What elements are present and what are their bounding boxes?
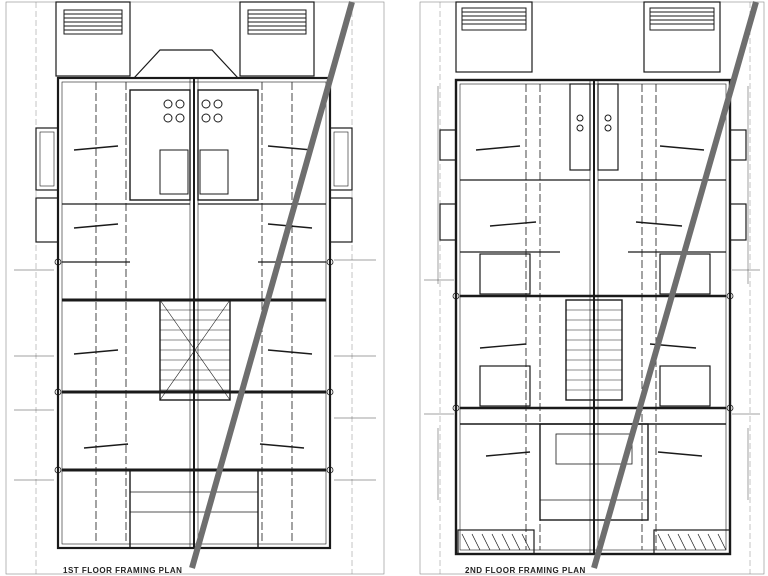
second-floor-framing-plan: [419, 1, 765, 575]
rear-deck-left: [55, 1, 131, 77]
first-floor-caption: 1ST FLOOR FRAMING PLAN: [63, 566, 183, 575]
front-planter-right: [653, 529, 731, 555]
rear-deck-right: [239, 1, 315, 77]
front-planter-left: [457, 529, 535, 555]
void-slash-right: [591, 1, 759, 569]
rear-stair-right: [643, 1, 721, 73]
void-slash-left: [189, 1, 355, 569]
first-floor-framing-plan: [5, 1, 385, 575]
second-floor-caption: 2ND FLOOR FRAMING PLAN: [465, 566, 586, 575]
rear-stair-left: [455, 1, 533, 73]
